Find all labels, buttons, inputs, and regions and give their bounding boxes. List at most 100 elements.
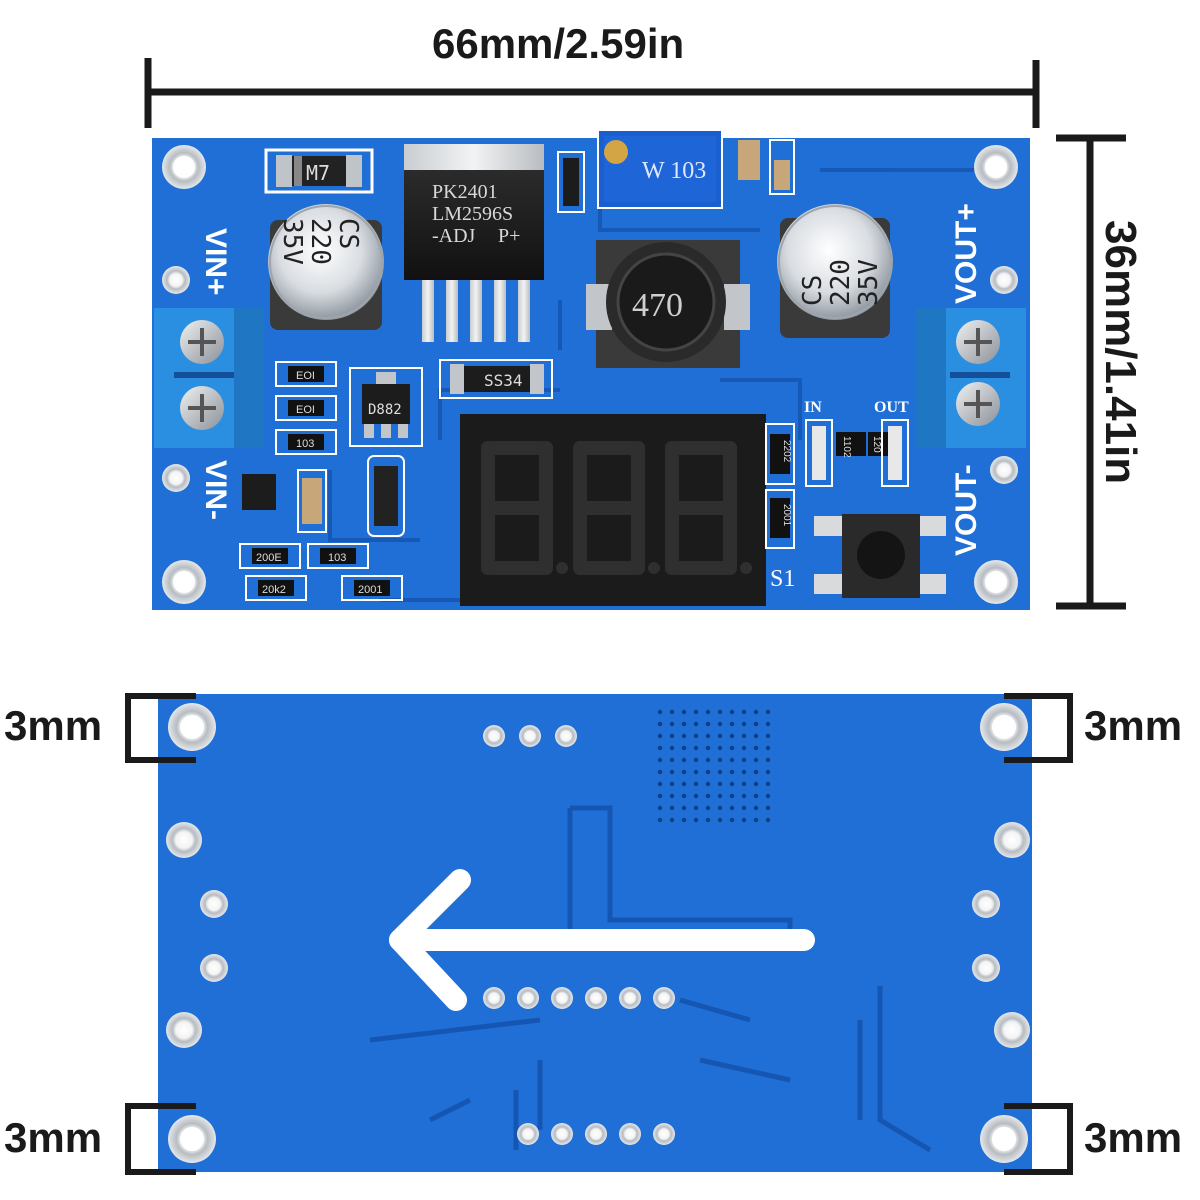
via bbox=[729, 745, 735, 751]
via bbox=[693, 745, 699, 751]
via bbox=[753, 709, 759, 715]
mounting-holes-front bbox=[162, 145, 1018, 604]
via bbox=[741, 805, 747, 811]
via bbox=[657, 745, 663, 751]
capacitor-left: CS 220 35V bbox=[268, 204, 384, 330]
via bbox=[741, 709, 747, 715]
hole-label-bottom-right: 3mm bbox=[1084, 1114, 1183, 1161]
via bbox=[741, 781, 747, 787]
via bbox=[705, 793, 711, 799]
via bbox=[681, 793, 687, 799]
svg-text:200E: 200E bbox=[256, 552, 282, 564]
via bbox=[753, 745, 759, 751]
via bbox=[693, 781, 699, 787]
via bbox=[717, 805, 723, 811]
regulator-lm2596: PK2401 LM2596S -ADJ P+ bbox=[404, 144, 544, 342]
vin-plus-label: VIN+ bbox=[199, 228, 232, 296]
push-button-s1: S1 bbox=[770, 514, 946, 598]
via bbox=[693, 769, 699, 775]
via bbox=[741, 793, 747, 799]
diode-m7: M7 bbox=[264, 148, 374, 194]
via bbox=[753, 781, 759, 787]
svg-text:103: 103 bbox=[296, 438, 314, 450]
via bbox=[693, 757, 699, 763]
via bbox=[765, 745, 771, 751]
via bbox=[729, 733, 735, 739]
hole-label-bottom-left: 3mm bbox=[4, 1114, 103, 1161]
capacitor-right: CS 220 35V bbox=[777, 204, 893, 338]
via bbox=[669, 781, 675, 787]
svg-text:35V: 35V bbox=[277, 218, 307, 265]
via bbox=[669, 757, 675, 763]
display-decimal-point bbox=[740, 562, 752, 574]
via bbox=[717, 769, 723, 775]
via bbox=[681, 805, 687, 811]
svg-text:470: 470 bbox=[632, 287, 683, 324]
via bbox=[693, 709, 699, 715]
via bbox=[705, 757, 711, 763]
via bbox=[657, 709, 663, 715]
via bbox=[717, 817, 723, 823]
hole-label-top-left: 3mm bbox=[4, 702, 103, 749]
via bbox=[693, 817, 699, 823]
via bbox=[717, 793, 723, 799]
via bbox=[705, 769, 711, 775]
via bbox=[765, 817, 771, 823]
display-digits-text: 8.8.8. bbox=[480, 599, 483, 601]
svg-text:LM2596S: LM2596S bbox=[432, 203, 513, 225]
switch-s1-label: S1 bbox=[770, 566, 795, 592]
via bbox=[741, 757, 747, 763]
svg-text:CS: CS bbox=[333, 218, 363, 249]
hole-label-top-right: 3mm bbox=[1084, 702, 1183, 749]
via bbox=[729, 757, 735, 763]
via bbox=[741, 817, 747, 823]
via bbox=[765, 709, 771, 715]
via bbox=[729, 721, 735, 727]
seven-segment-display: 8.8.8. bbox=[460, 414, 766, 606]
via bbox=[765, 793, 771, 799]
left-arrow-icon bbox=[389, 869, 815, 1011]
svg-text:20k2: 20k2 bbox=[262, 584, 286, 596]
via bbox=[753, 757, 759, 763]
via bbox=[753, 817, 759, 823]
via bbox=[681, 817, 687, 823]
via bbox=[765, 757, 771, 763]
via bbox=[669, 793, 675, 799]
via bbox=[705, 721, 711, 727]
via bbox=[705, 709, 711, 715]
via bbox=[657, 721, 663, 727]
svg-text:2001: 2001 bbox=[358, 584, 382, 596]
via bbox=[717, 745, 723, 751]
via bbox=[681, 781, 687, 787]
terminal-vout bbox=[916, 308, 1026, 448]
via bbox=[717, 781, 723, 787]
via bbox=[669, 805, 675, 811]
via bbox=[705, 733, 711, 739]
via bbox=[729, 769, 735, 775]
via bbox=[765, 733, 771, 739]
vout-minus-label: VOUT- bbox=[950, 464, 983, 556]
via bbox=[753, 733, 759, 739]
transistor-d882: D882 bbox=[349, 367, 423, 447]
via bbox=[657, 817, 663, 823]
via bbox=[669, 721, 675, 727]
terminal-vin bbox=[154, 308, 264, 448]
via bbox=[657, 769, 663, 775]
display-decimal-point bbox=[556, 562, 568, 574]
via bbox=[741, 769, 747, 775]
via bbox=[669, 709, 675, 715]
svg-text:SS34: SS34 bbox=[484, 371, 523, 390]
via bbox=[681, 757, 687, 763]
via bbox=[657, 757, 663, 763]
via bbox=[753, 805, 759, 811]
svg-text:2202: 2202 bbox=[781, 440, 792, 463]
svg-text:220: 220 bbox=[826, 259, 856, 306]
led-in-label: IN bbox=[804, 399, 822, 416]
via bbox=[729, 817, 735, 823]
potentiometer-103: W 103 bbox=[597, 129, 723, 209]
via bbox=[717, 757, 723, 763]
